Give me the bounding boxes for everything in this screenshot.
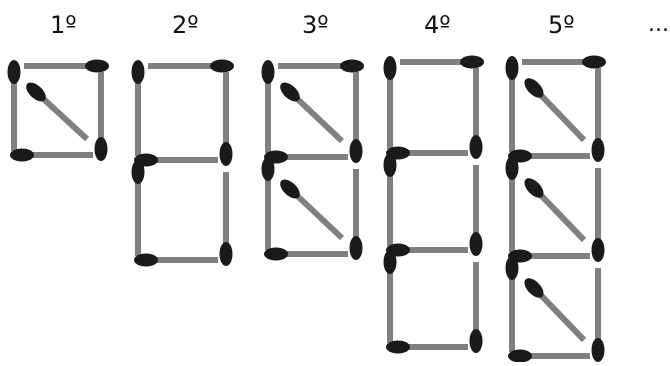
figure-3-square-2-bottom-match-head	[264, 248, 288, 261]
figure-5-square-3-left-match-head	[506, 256, 519, 280]
figure-1-square-1-right-match-head	[95, 137, 108, 161]
figure-3-square-2-diagonal-match	[277, 176, 342, 238]
figure-2-square-1-left-match	[132, 60, 145, 156]
figure-4-square-3-right-match-head	[470, 329, 483, 353]
figure-4	[384, 56, 485, 354]
figure-2	[132, 60, 235, 267]
figure-1-square-1-top-match	[24, 60, 109, 73]
figure-5-square-2-left-match-head	[506, 156, 519, 180]
figure-2-square-1-right-match-head	[220, 142, 233, 166]
figure-2-square-1-top-match-head	[210, 60, 234, 73]
figure-2-square-2-right-match-head	[220, 242, 233, 266]
figure-3-square-2-right-match	[350, 169, 363, 260]
figure-3-square-2-right-match-head	[350, 236, 363, 260]
figure-4-square-1-top-match-head	[460, 56, 484, 69]
figure-3-square-1-left-match	[262, 60, 275, 153]
figure-5-square-3-diagonal-match	[521, 275, 584, 340]
figure-4-square-3-bottom-match-head	[386, 341, 410, 354]
figure-3	[262, 60, 365, 261]
figure-2-square-2-bottom-match	[134, 254, 218, 267]
continuation-ellipsis: ...	[648, 10, 669, 40]
figure-3-square-1-left-match-head	[262, 60, 275, 84]
figure-4-label: 4º	[424, 10, 451, 40]
figure-3-square-1-diagonal-match	[277, 79, 342, 141]
figure-1-square-1-top-match-head	[85, 60, 109, 73]
figure-5	[506, 56, 607, 363]
figure-3-square-1-top-match-head	[340, 60, 364, 73]
figure-4-square-1-right-match	[470, 68, 483, 159]
figure-5-square-1-top-match-head	[582, 56, 606, 69]
figure-3-square-1-bottom-match	[264, 151, 348, 164]
figure-4-square-2-left-match	[384, 153, 397, 246]
figure-1-square-1-bottom-match-head	[10, 149, 34, 162]
figure-5-square-3-left-match	[506, 256, 519, 352]
figure-3-square-2-left-match	[262, 157, 275, 250]
figure-5-square-3-bottom-match	[508, 350, 590, 363]
figure-4-square-3-right-match	[470, 262, 483, 353]
figure-5-square-1-right-match	[592, 68, 605, 162]
figure-4-square-3-bottom-match	[386, 341, 468, 354]
figure-1-square-1-left-match-head	[8, 60, 21, 84]
figure-2-square-1-bottom-match	[134, 154, 218, 167]
figure-4-square-2-right-match	[470, 165, 483, 256]
figure-5-square-1-diagonal-match	[521, 75, 584, 140]
figure-2-square-2-left-match	[132, 160, 145, 256]
figure-5-square-2-right-match-head	[592, 238, 605, 262]
figure-4-square-1-left-match-head	[384, 56, 397, 80]
figure-5-square-1-left-match-head	[506, 56, 519, 80]
figure-5-square-3-bottom-match-head	[508, 350, 532, 363]
figure-5-square-3-right-match	[592, 268, 605, 362]
figure-5-label: 5º	[548, 10, 575, 40]
figure-4-square-1-bottom-match	[386, 147, 468, 160]
figure-5-square-2-right-match	[592, 168, 605, 262]
figure-4-square-2-bottom-match	[386, 244, 468, 257]
figure-2-square-2-right-match	[220, 172, 233, 266]
figure-3-square-2-bottom-match	[264, 248, 348, 261]
figure-4-square-2-right-match-head	[470, 232, 483, 256]
figure-3-square-1-top-match	[278, 60, 364, 73]
figure-1-square-1-diagonal-match	[23, 79, 87, 139]
figure-5-square-2-bottom-match	[508, 250, 590, 263]
figure-2-square-1-right-match	[220, 72, 233, 166]
figure-3-label: 3º	[302, 10, 329, 40]
figure-1-square-1-left-match	[8, 60, 21, 151]
figure-1-label: 1º	[50, 10, 77, 40]
figure-1-square-1-bottom-match	[10, 149, 93, 162]
figure-5-square-1-right-match-head	[592, 138, 605, 162]
figure-5-square-2-left-match	[506, 156, 519, 252]
figure-2-label: 2º	[172, 10, 199, 40]
figure-4-square-1-left-match	[384, 56, 397, 149]
figure-1-square-1-right-match	[95, 72, 108, 161]
figure-1	[8, 60, 110, 162]
figure-5-square-1-bottom-match	[508, 150, 590, 163]
figure-5-square-3-right-match-head	[592, 338, 605, 362]
figure-2-square-2-left-match-head	[132, 160, 145, 184]
figure-2-square-1-left-match-head	[132, 60, 145, 84]
figure-4-square-3-left-match	[384, 250, 397, 343]
figure-3-square-1-right-match-head	[350, 139, 363, 163]
figure-4-square-1-top-match	[400, 56, 484, 69]
figure-3-square-2-left-match-head	[262, 157, 275, 181]
figure-5-square-2-diagonal-match	[521, 175, 584, 240]
figure-2-square-1-top-match	[148, 60, 234, 73]
figure-4-square-3-left-match-head	[384, 250, 397, 274]
figure-4-square-2-left-match-head	[384, 153, 397, 177]
figure-4-square-1-right-match-head	[470, 135, 483, 159]
figure-5-square-1-top-match	[522, 56, 606, 69]
figure-3-square-1-right-match	[350, 72, 363, 163]
figure-2-square-2-bottom-match-head	[134, 254, 158, 267]
figure-5-square-1-left-match	[506, 56, 519, 152]
